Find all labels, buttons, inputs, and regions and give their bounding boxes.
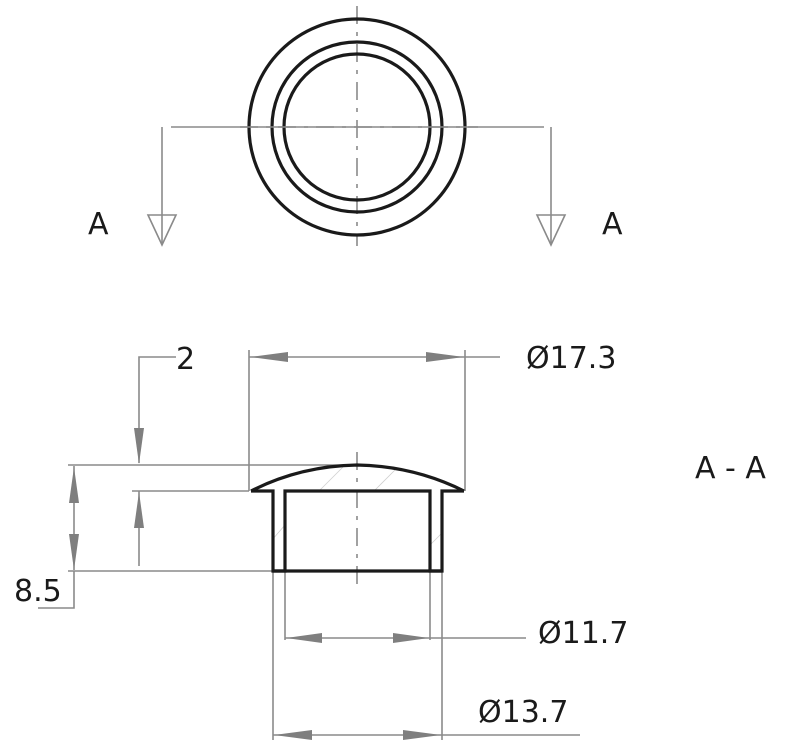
arrowhead-left-icon — [274, 730, 312, 740]
section-cut-line — [146, 126, 567, 247]
arrowhead-left-icon — [286, 633, 322, 643]
section-marker-left: A — [88, 207, 109, 242]
cap-dome-outline — [250, 463, 465, 493]
arrowhead-up-icon — [69, 467, 79, 503]
section-marker-right: A — [602, 207, 623, 242]
cap-body-outline — [251, 489, 464, 573]
arrowhead-right-icon — [403, 730, 441, 740]
section-arrow-right-icon — [535, 214, 567, 247]
flange-thickness-label: 2 — [176, 342, 195, 377]
dimension-shank-diameter: Ø13.7 — [273, 695, 580, 740]
arrowhead-down-icon — [69, 534, 79, 570]
arrowhead-left-icon — [250, 352, 288, 362]
section-title: A - A — [695, 451, 766, 486]
section-view: Ø17.3 2 8.5 Ø11.7 — [14, 341, 766, 740]
dimension-inner-diameter: Ø11.7 — [285, 616, 628, 651]
total-height-label: 8.5 — [14, 574, 62, 609]
arrowhead-right-icon — [426, 352, 464, 362]
arrowhead-down-icon — [134, 428, 144, 464]
flange-diameter-label: Ø17.3 — [526, 341, 616, 376]
dimension-flange-thickness: 2 — [134, 342, 195, 566]
section-arrow-left-icon — [146, 214, 178, 247]
dimension-flange-diameter: Ø17.3 — [249, 341, 616, 376]
shank-diameter-label: Ø13.7 — [478, 695, 568, 730]
arrowhead-right-icon — [393, 633, 429, 643]
inner-diameter-label: Ø11.7 — [538, 616, 628, 651]
top-view: A A — [88, 6, 623, 247]
arrowhead-up-icon — [134, 492, 144, 528]
dimension-total-height: 8.5 — [14, 466, 79, 609]
